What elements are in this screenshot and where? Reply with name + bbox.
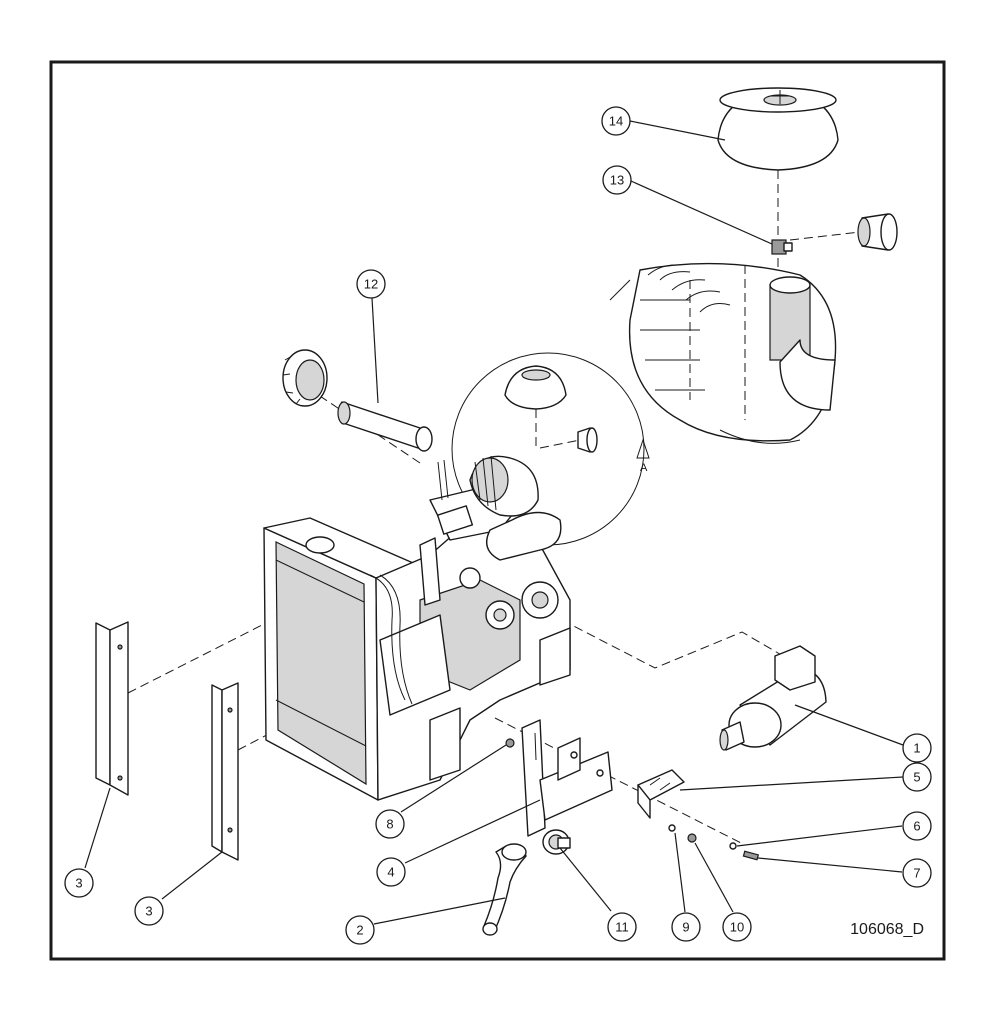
- callout-2-number: 2: [356, 923, 363, 938]
- callout-4-number: 4: [387, 865, 394, 880]
- callout-1-number: 1: [913, 741, 920, 756]
- callout-13-number: 13: [610, 173, 624, 188]
- small-vacuator-valve: [577, 427, 598, 453]
- callout-3-left-number: 3: [75, 876, 82, 891]
- callout-12-number: 12: [364, 277, 378, 292]
- hose-clamp: [542, 829, 571, 855]
- callout-3-right-number: 3: [145, 904, 152, 919]
- mounting-bracket: [521, 719, 613, 837]
- filter-retaining-nut: [282, 349, 328, 407]
- clamp-bracket: [637, 769, 685, 819]
- exhaust-hose: [482, 843, 527, 936]
- callout-10-number: 10: [730, 920, 744, 935]
- vacuator-valve: [857, 213, 898, 251]
- detail-view-label: A: [640, 462, 648, 474]
- side-bracket-right: [211, 682, 239, 861]
- callout-6-number: 6: [913, 819, 920, 834]
- callout-14: 14: [601, 106, 631, 136]
- callout-3-right: 3: [134, 896, 164, 926]
- air-cleaner-cover: [717, 87, 839, 171]
- callout-2: 2: [345, 915, 375, 945]
- air-filter-element: [337, 401, 433, 452]
- drawing-id: 106068_D: [850, 921, 924, 938]
- small-air-cleaner-cover: [504, 365, 567, 410]
- callout-5: 5: [902, 762, 932, 792]
- callout-5-number: 5: [913, 770, 920, 785]
- detail-view-a: [609, 262, 837, 444]
- callout-6: 6: [902, 811, 932, 841]
- callout-8-number: 8: [386, 817, 393, 832]
- callout-11-number: 11: [615, 920, 629, 935]
- callout-10: 10: [722, 912, 752, 942]
- hardware-items: [505, 738, 760, 861]
- drawing-frame: [49, 60, 946, 961]
- muffler: [719, 645, 827, 751]
- callout-1: 1: [902, 733, 932, 763]
- callout-13: 13: [602, 165, 632, 195]
- callout-9-number: 9: [682, 920, 689, 935]
- callout-7-number: 7: [913, 866, 920, 881]
- callout-12: 12: [356, 269, 386, 299]
- callout-leaders: [84, 120, 904, 925]
- callout-9: 9: [671, 912, 701, 942]
- callout-14-number: 14: [609, 114, 623, 129]
- callout-11: 11: [607, 912, 637, 942]
- callout-8: 8: [375, 809, 405, 839]
- callout-3-left: 3: [64, 868, 94, 898]
- side-bracket-left: [95, 621, 129, 796]
- engine-assembly: [263, 455, 571, 801]
- callout-4: 4: [376, 857, 406, 887]
- callout-7: 7: [902, 858, 932, 888]
- elbow-fitting: [771, 239, 793, 255]
